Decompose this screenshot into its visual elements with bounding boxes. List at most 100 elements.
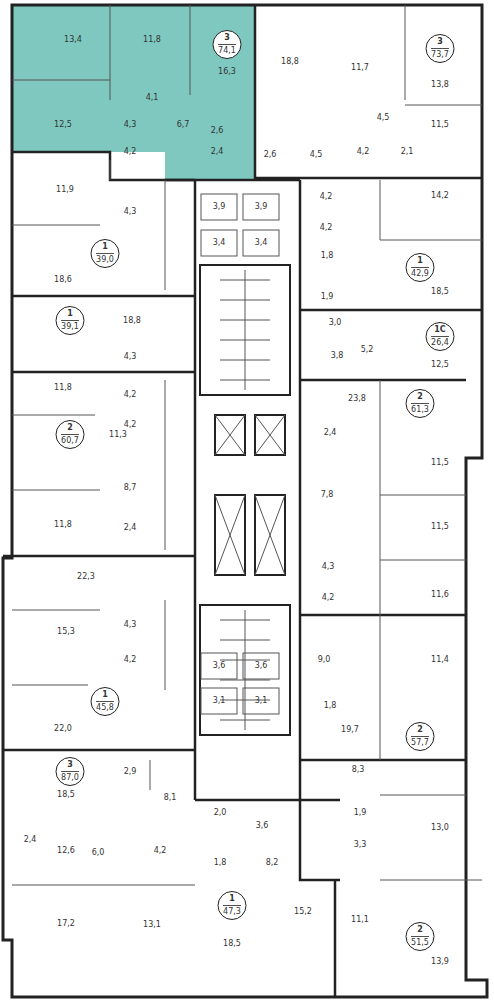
room-area: 12,5: [54, 121, 72, 129]
room-area: 3,9: [255, 203, 268, 211]
room-area: 4,5: [377, 114, 390, 122]
room-area: 87,0: [61, 774, 79, 782]
apartment-number: 2: [417, 926, 423, 934]
core-details: [201, 194, 285, 730]
room-area: 3,0: [329, 319, 342, 327]
room-area: 11,5: [431, 121, 449, 129]
room-area: 3,4: [213, 239, 226, 247]
room-area: 4,2: [124, 656, 137, 664]
room-area: 13,1: [143, 921, 161, 929]
room-area: 18,5: [223, 940, 241, 948]
room-area: 8,3: [352, 766, 365, 774]
room-area: 3,9: [213, 203, 226, 211]
apartment-markers: [56, 31, 454, 951]
room-area: 18,6: [54, 276, 72, 284]
room-area: 4,2: [322, 594, 335, 602]
room-area: 26,4: [431, 339, 449, 347]
room-area: 13,0: [431, 824, 449, 832]
room-area: 1,8: [214, 859, 227, 867]
room-area: 73,7: [431, 51, 449, 59]
room-area: 7,8: [321, 491, 334, 499]
apartment-number: 1: [102, 243, 108, 251]
room-area: 4,2: [320, 193, 333, 201]
room-area: 14,2: [431, 192, 449, 200]
room-area: 18,5: [57, 791, 75, 799]
apartment-number: 2: [417, 726, 423, 734]
room-area: 2,0: [214, 809, 227, 817]
room-area: 4,3: [124, 121, 137, 129]
room-area: 4,5: [310, 151, 323, 159]
apartment-number: 3: [224, 34, 230, 42]
room-area: 9,0: [318, 656, 331, 664]
apartment-number: 3: [437, 38, 443, 46]
room-area: 2,4: [324, 429, 337, 437]
room-area: 4,2: [124, 391, 137, 399]
room-area: 47,3: [223, 908, 241, 916]
apartment-number: 1С: [434, 326, 445, 334]
room-area: 1,8: [321, 252, 334, 260]
apartment-walls: [3, 5, 482, 997]
room-area: 3,1: [213, 697, 226, 705]
room-area: 39,0: [96, 256, 114, 264]
room-area: 18,8: [281, 58, 299, 66]
room-area: 11,1: [351, 916, 369, 924]
room-area: 3,6: [256, 822, 269, 830]
room-area: 4,3: [322, 563, 335, 571]
room-area: 4,2: [320, 224, 333, 232]
room-walls: [12, 5, 482, 885]
room-area: 4,3: [124, 353, 137, 361]
room-area: 2,6: [211, 127, 224, 135]
room-area: 1,9: [354, 809, 367, 817]
room-area: 6,7: [177, 121, 190, 129]
room-area: 11,7: [351, 64, 369, 72]
apartment-number: 2: [417, 393, 423, 401]
room-area: 11,8: [143, 36, 161, 44]
room-area: 11,8: [54, 384, 72, 392]
room-area: 23,8: [348, 395, 366, 403]
room-area: 3,4: [255, 239, 268, 247]
apartment-number: 2: [67, 424, 73, 432]
room-area: 13,9: [431, 958, 449, 966]
room-area: 4,2: [154, 847, 167, 855]
room-area: 11,5: [431, 523, 449, 531]
room-area: 8,7: [124, 484, 137, 492]
room-area: 19,7: [341, 726, 359, 734]
room-area: 11,5: [431, 459, 449, 467]
room-area: 39,1: [61, 323, 79, 331]
room-area: 12,5: [431, 361, 449, 369]
room-area: 22,0: [54, 725, 72, 733]
room-area: 13,4: [64, 36, 82, 44]
room-area: 3,6: [255, 662, 268, 670]
room-area: 22,3: [77, 573, 95, 581]
room-area: 3,1: [255, 697, 268, 705]
room-area: 5,2: [361, 346, 374, 354]
room-area: 51,5: [411, 939, 429, 947]
room-area: 8,2: [266, 859, 279, 867]
room-area: 57,7: [411, 739, 429, 747]
apartment-number: 1: [67, 310, 73, 318]
apartment-number: 1: [229, 895, 235, 903]
room-area: 8,1: [164, 794, 177, 802]
room-area: 4,3: [124, 208, 137, 216]
room-area: 61,3: [411, 406, 429, 414]
room-area: 11,9: [56, 186, 74, 194]
room-area: 17,2: [57, 920, 75, 928]
room-area: 18,8: [123, 317, 141, 325]
room-area: 15,2: [294, 908, 312, 916]
outer-walls: [3, 5, 487, 997]
room-area: 11,3: [109, 431, 127, 439]
room-area: 11,6: [431, 591, 449, 599]
room-area: 18,5: [431, 288, 449, 296]
highlight-apartment: [12, 5, 255, 180]
room-area: 12,6: [57, 847, 75, 855]
room-area: 11,4: [431, 656, 449, 664]
room-area: 15,3: [57, 628, 75, 636]
room-area: 74,1: [218, 47, 236, 55]
room-area: 11,8: [54, 521, 72, 529]
room-area: 16,3: [218, 68, 236, 76]
room-area: 4,2: [357, 148, 370, 156]
room-area: 4,3: [124, 621, 137, 629]
room-area: 13,8: [431, 81, 449, 89]
room-area: 3,8: [331, 352, 344, 360]
